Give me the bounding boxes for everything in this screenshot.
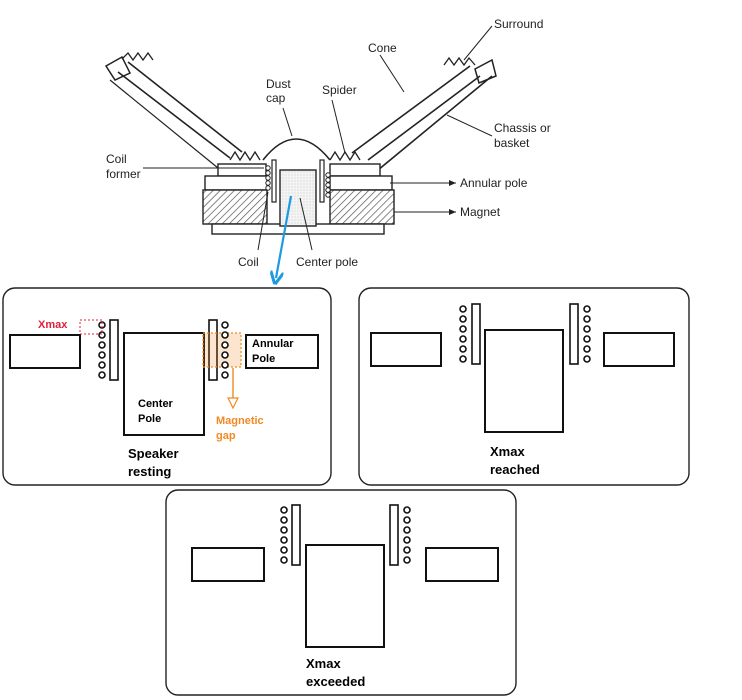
label-xmax: Xmax — [38, 319, 68, 331]
right-top-plate — [329, 163, 381, 177]
right-coil-former — [569, 303, 579, 365]
gap-arrow-head — [227, 397, 239, 410]
left-coil — [459, 305, 467, 363]
label-coil-former-1: Coil — [106, 152, 127, 166]
label-annular-2: Pole — [252, 353, 275, 365]
speaker-cross-section: Surround Cone Dust cap Spider Chassis or… — [104, 17, 551, 269]
label-cone: Cone — [368, 41, 397, 55]
center-pole — [279, 169, 317, 227]
left-coil-former — [291, 504, 301, 566]
right-magnet — [329, 189, 395, 225]
right-coil — [221, 321, 229, 379]
left-cone-inner — [127, 61, 243, 153]
label-magnetic-gap-2: gap — [216, 430, 236, 442]
right-annular-pole — [329, 175, 393, 191]
right-coil — [583, 305, 591, 363]
label-dust-cap-2: cap — [266, 91, 286, 105]
caption-line-1: Xmax — [306, 656, 341, 671]
panel-xmax-exceeded: Xmax exceeded — [165, 489, 517, 696]
caption-line-2: reached — [490, 462, 540, 477]
center-pole — [123, 332, 205, 436]
label-coil: Coil — [238, 255, 259, 269]
label-chassis-1: Chassis or — [494, 121, 551, 135]
left-cone-outer — [117, 71, 231, 159]
label-magnet: Magnet — [460, 205, 501, 219]
left-coil — [98, 321, 106, 379]
left-rim — [104, 55, 132, 81]
left-spider — [229, 150, 261, 162]
panel-speaker-resting: Xmax Magnetic gap Annular Pole Center Po… — [2, 287, 332, 486]
right-cone-outer — [367, 75, 481, 161]
caption-line-2: resting — [128, 464, 171, 479]
label-surround: Surround — [494, 17, 543, 31]
left-coil — [265, 165, 271, 191]
leader-lines — [143, 25, 493, 251]
label-center-pole: Center pole — [296, 255, 358, 269]
right-annular-pole — [245, 334, 319, 369]
panel-xmax-reached: Xmax reached — [358, 287, 690, 486]
label-center-2: Pole — [138, 413, 161, 425]
right-annular-pole — [425, 547, 499, 582]
left-annular-pole — [191, 547, 265, 582]
right-coil — [325, 172, 331, 198]
left-coil-former — [109, 319, 119, 381]
label-chassis-2: basket — [494, 136, 530, 150]
right-surround — [443, 56, 476, 67]
right-rim — [474, 58, 497, 85]
right-cone-inner — [351, 65, 471, 154]
dust-cap — [262, 138, 331, 161]
chassis-right — [377, 75, 493, 171]
left-coil-former — [271, 159, 277, 203]
caption-line-2: exceeded — [306, 674, 365, 689]
right-coil — [403, 506, 411, 564]
label-dust-cap-1: Dust — [266, 77, 291, 91]
pointer-arrow — [276, 195, 293, 278]
left-coil-former — [471, 303, 481, 365]
label-annular-1: Annular — [252, 338, 294, 350]
left-magnet — [202, 189, 268, 225]
label-center-1: Center — [138, 398, 174, 410]
right-spider — [329, 150, 361, 162]
label-magnetic-gap-1: Magnetic — [216, 415, 264, 427]
right-coil-former — [319, 159, 325, 203]
left-surround — [121, 51, 154, 62]
left-annular-pole — [204, 175, 268, 191]
xmax-bracket — [79, 319, 103, 335]
left-annular-pole — [9, 334, 81, 369]
label-annular-pole: Annular pole — [460, 176, 528, 190]
right-coil-former — [208, 319, 218, 381]
left-annular-pole — [370, 332, 442, 367]
label-spider: Spider — [322, 83, 357, 97]
left-coil — [280, 506, 288, 564]
right-coil-former — [389, 504, 399, 566]
caption-line-1: Xmax — [490, 444, 525, 459]
right-annular-pole — [603, 332, 675, 367]
center-pole — [305, 544, 385, 648]
left-top-plate — [217, 163, 267, 177]
caption-line-1: Speaker — [128, 446, 179, 461]
center-pole — [484, 329, 564, 433]
label-coil-former-2: former — [106, 167, 141, 181]
chassis-left — [109, 79, 219, 169]
magnetic-gap-highlight — [202, 332, 242, 368]
